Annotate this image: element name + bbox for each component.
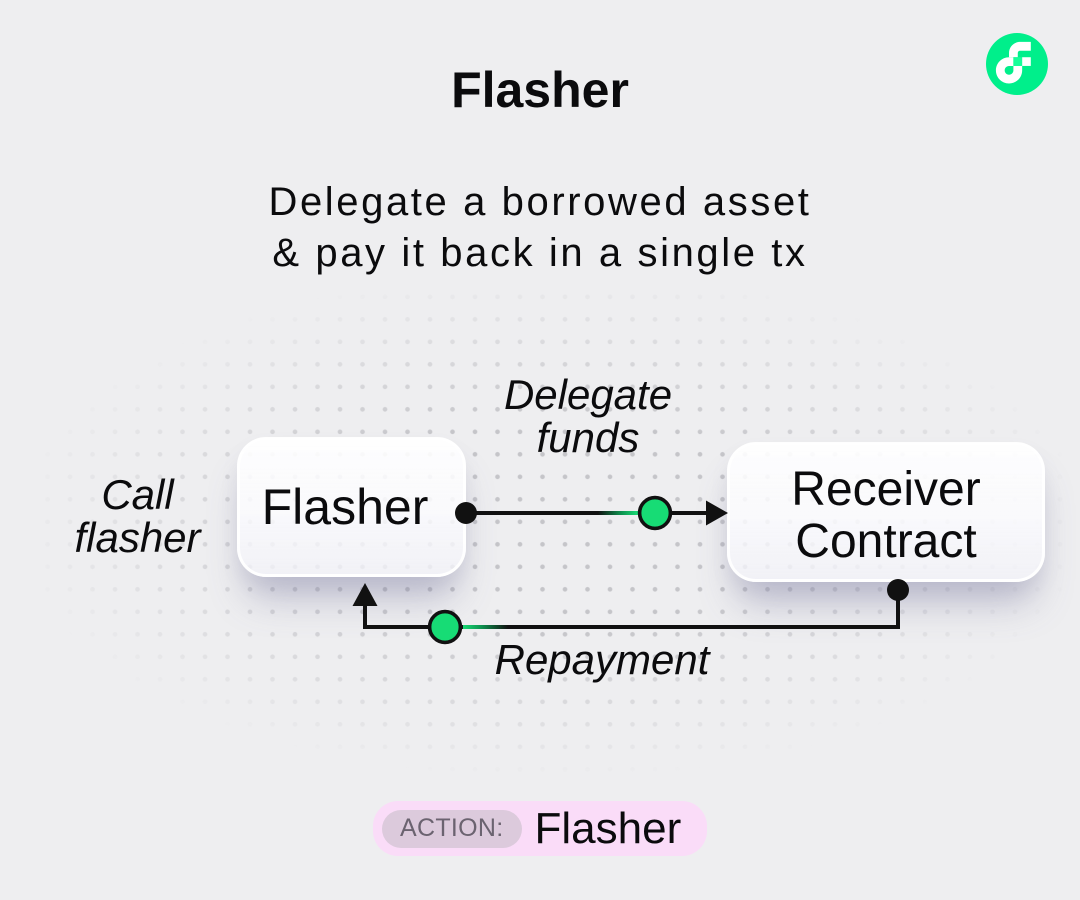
subtitle: Delegate a borrowed asset & pay it back … [0,177,1080,279]
action-badge: ACTION: [382,809,522,848]
subtitle-line-2: & pay it back in a single tx [272,231,808,275]
node-flasher: Flasher [237,437,466,577]
node-receiver: Receiver Contract [727,442,1045,582]
label-call-flasher: Call flasher [20,473,255,559]
label-delegate-funds-line-2: funds [536,414,640,461]
arrow-delegate [455,495,728,531]
arrow-repayment [352,579,909,645]
label-repayment-text: Repayment [494,636,710,683]
action-pill: ACTION: Flasher [373,801,707,856]
arrowhead-repayment [352,583,378,606]
label-call-flasher-line-2: flasher [74,514,201,561]
node-receiver-label: Receiver Contract [791,462,981,568]
page-title: Flasher [451,62,629,118]
action-value: Flasher [534,803,682,853]
label-delegate-funds-line-1: Delegate [503,371,673,418]
label-repayment: Repayment [452,638,752,681]
node-flasher-label: Flasher [261,479,429,535]
node-receiver-line-2: Contract [795,514,977,568]
label-delegate-funds: Delegate funds [458,373,718,459]
arrowhead-delegate [706,500,728,526]
subtitle-line-1: Delegate a borrowed asset [268,180,812,224]
dot-start-repayment [887,579,909,601]
token-dot-delegate [637,495,673,531]
flow-logo-icon [986,33,1048,95]
node-receiver-line-1: Receiver [791,462,981,516]
token-dot-repayment [427,609,463,645]
dot-start-delegate [455,502,477,524]
label-call-flasher-line-1: Call [101,471,174,518]
